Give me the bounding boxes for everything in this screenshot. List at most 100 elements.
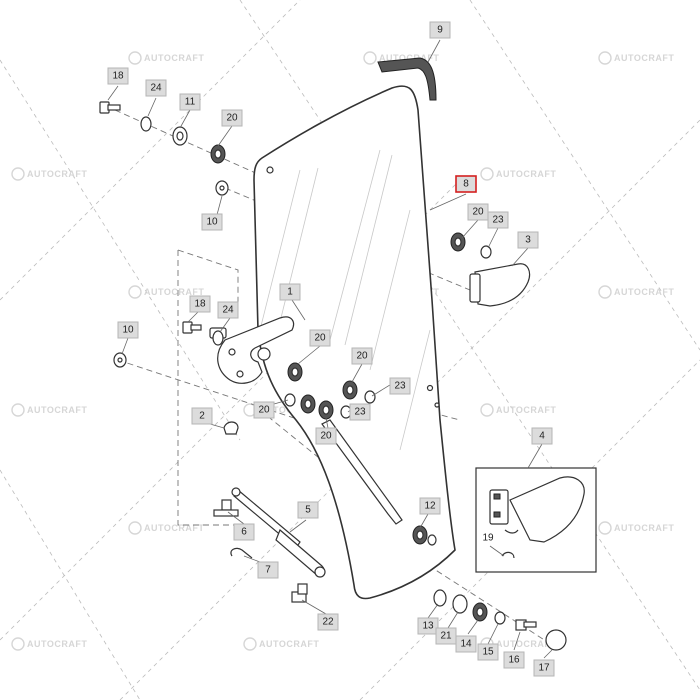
callout-15: 15 (477, 643, 499, 661)
door-glass (253, 85, 456, 600)
callout-22: 22 (317, 613, 339, 631)
watermark: AUTOCRAFT (598, 51, 674, 65)
callout-10-top: 10 (201, 213, 223, 231)
callout-20-hinge-low: 20 (315, 427, 337, 445)
svg-text:6: 6 (241, 527, 247, 538)
watermark: AUTOCRAFT (480, 403, 556, 417)
callout-24-top: 24 (145, 79, 167, 97)
callout-7: 7 (257, 561, 279, 579)
door-handle (469, 263, 531, 307)
svg-text:10: 10 (122, 325, 134, 336)
watermark: AUTOCRAFT (480, 167, 556, 181)
svg-text:AUTOCRAFT: AUTOCRAFT (144, 53, 204, 63)
svg-text:AUTOCRAFT: AUTOCRAFT (496, 405, 556, 415)
svg-text:1: 1 (287, 287, 293, 298)
svg-text:AUTOCRAFT: AUTOCRAFT (27, 405, 87, 415)
svg-text:13: 13 (422, 621, 434, 632)
callout-18-top: 18 (107, 67, 129, 85)
svg-text:15: 15 (482, 647, 494, 658)
svg-text:9: 9 (437, 25, 443, 36)
svg-text:AUTOCRAFT: AUTOCRAFT (614, 287, 674, 297)
callout-14: 14 (455, 635, 477, 653)
callout-1: 1 (279, 283, 301, 301)
svg-text:5: 5 (305, 505, 311, 516)
svg-text:AUTOCRAFT: AUTOCRAFT (144, 523, 204, 533)
svg-text:16: 16 (508, 655, 520, 666)
watermark: AUTOCRAFT (243, 637, 319, 651)
callout-17: 17 (533, 659, 555, 677)
svg-text:19: 19 (482, 533, 494, 544)
svg-text:23: 23 (354, 407, 366, 418)
svg-text:20: 20 (472, 207, 484, 218)
svg-text:20: 20 (226, 113, 238, 124)
gas-strut (231, 487, 326, 578)
svg-text:14: 14 (460, 639, 472, 650)
watermark: AUTOCRAFT (128, 285, 204, 299)
callout-12: 12 (419, 497, 441, 515)
watermark: AUTOCRAFT (363, 51, 439, 65)
callout-4: 4 (531, 427, 553, 445)
svg-text:20: 20 (258, 405, 270, 416)
svg-text:8: 8 (463, 179, 469, 190)
svg-text:AUTOCRAFT: AUTOCRAFT (614, 53, 674, 63)
callout-18-mid: 18 (189, 295, 211, 313)
callout-24-mid: 24 (217, 301, 239, 319)
svg-text:18: 18 (112, 71, 124, 82)
watermark: AUTOCRAFT (11, 637, 87, 651)
svg-text:23: 23 (394, 381, 406, 392)
callout-8-highlighted: 8 (455, 175, 477, 193)
callout-10-left: 10 (117, 321, 139, 339)
fasteners (99, 101, 567, 651)
svg-text:20: 20 (320, 431, 332, 442)
svg-text:18: 18 (194, 299, 206, 310)
callout-13: 13 (417, 617, 439, 635)
watermark: AUTOCRAFT (11, 403, 87, 417)
callout-20-hinge: 20 (309, 329, 331, 347)
callout-6: 6 (233, 523, 255, 541)
callout-20-hinge-right: 20 (351, 347, 373, 365)
svg-text:AUTOCRAFT: AUTOCRAFT (496, 639, 556, 649)
svg-text:24: 24 (150, 83, 162, 94)
callout-23-right: 23 (487, 211, 509, 229)
svg-text:23: 23 (492, 215, 504, 226)
weather-seal (377, 57, 437, 101)
svg-text:AUTOCRAFT: AUTOCRAFT (27, 639, 87, 649)
callout-2: 2 (191, 407, 213, 425)
callout-23-hinge-right: 23 (389, 377, 411, 395)
svg-text:AUTOCRAFT: AUTOCRAFT (27, 169, 87, 179)
callout-20-top: 20 (221, 109, 243, 127)
svg-text:AUTOCRAFT: AUTOCRAFT (614, 523, 674, 533)
watermark: AUTOCRAFT (598, 285, 674, 299)
callout-20-right: 20 (467, 203, 489, 221)
svg-text:20: 20 (356, 351, 368, 362)
svg-text:AUTOCRAFT: AUTOCRAFT (379, 53, 439, 63)
svg-text:3: 3 (525, 235, 531, 246)
svg-text:22: 22 (322, 617, 334, 628)
callout-3: 3 (517, 231, 539, 249)
svg-text:17: 17 (538, 663, 550, 674)
latch-rod (321, 419, 403, 525)
callout-20-hinge-left: 20 (253, 401, 275, 419)
svg-text:10: 10 (206, 217, 218, 228)
callout-5: 5 (297, 501, 319, 519)
watermark: AUTOCRAFT (128, 521, 204, 535)
svg-text:2: 2 (199, 411, 205, 422)
callouts: 9 18 24 11 20 8 20 23 10 3 1 18 24 10 20… (107, 21, 555, 677)
svg-text:AUTOCRAFT: AUTOCRAFT (259, 639, 319, 649)
callout-9: 9 (429, 21, 451, 39)
svg-text:AUTOCRAFT: AUTOCRAFT (496, 169, 556, 179)
callout-11: 11 (179, 93, 201, 111)
watermark: AUTOCRAFT (598, 521, 674, 535)
watermark: AUTOCRAFT (128, 51, 204, 65)
handle-detail (475, 467, 597, 573)
callout-23-hinge-low: 23 (349, 403, 371, 421)
watermark: AUTOCRAFT (11, 167, 87, 181)
callout-19-label: 19 (482, 533, 494, 544)
svg-text:20: 20 (314, 333, 326, 344)
svg-text:11: 11 (185, 97, 196, 108)
callout-16: 16 (503, 651, 525, 669)
svg-text:7: 7 (265, 565, 271, 576)
svg-text:12: 12 (424, 501, 436, 512)
